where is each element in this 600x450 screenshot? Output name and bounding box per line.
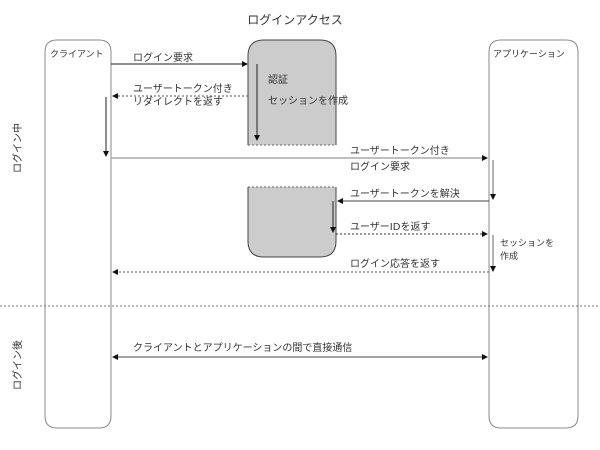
label-redirect-line1: ユーザートークン付き xyxy=(133,82,233,95)
message-token-login: ユーザートークン付き ログイン要求 xyxy=(111,144,488,173)
label-login-request: ログイン要求 xyxy=(133,51,193,64)
message-direct-comm: クライアントとアプリケーションの間で直接通信 xyxy=(112,341,488,360)
label-redirect-line2: リダイレクトを返す xyxy=(133,95,223,108)
message-return-user-id: ユーザーIDを返す xyxy=(336,221,488,237)
auth-box-top: 認証 セッションを作成 xyxy=(247,39,348,146)
message-login-request: ログイン要求 xyxy=(111,51,248,67)
client-lifeline: クライアント xyxy=(44,39,112,429)
phase-label-after-login: ログイン後 xyxy=(11,340,24,390)
label-resolve-token: ユーザートークンを解決 xyxy=(350,187,460,200)
phase-label-during-login: ログイン中 xyxy=(11,123,24,173)
application-lifeline: アプリケーション xyxy=(488,39,579,429)
message-redirect: ユーザートークン付き リダイレクトを返す xyxy=(112,82,248,108)
label-direct-comm: クライアントとアプリケーションの間で直接通信 xyxy=(133,341,352,354)
client-label: クライアント xyxy=(50,49,104,60)
diagram-title: ログインアクセス xyxy=(247,13,342,27)
app-note-line2: 作成 xyxy=(500,250,518,262)
application-box xyxy=(488,39,579,429)
label-return-user-id: ユーザーIDを返す xyxy=(350,221,430,233)
auth-label: 認証 xyxy=(268,73,288,86)
label-token-login-line2: ログイン要求 xyxy=(350,160,410,173)
label-token-login-line1: ユーザートークン付き xyxy=(350,144,450,157)
create-session-label: セッションを作成 xyxy=(268,95,348,107)
auth-box-bottom xyxy=(247,186,337,258)
auth-box-bottom-shape xyxy=(247,187,337,258)
label-return-login-response: ログイン応答を返す xyxy=(350,257,440,270)
message-resolve-token: ユーザートークンを解決 xyxy=(337,187,489,204)
app-note-line1: セッションを xyxy=(500,238,554,249)
auth-box-top-shape xyxy=(247,39,337,145)
application-label: アプリケーション xyxy=(493,49,565,60)
client-box xyxy=(44,39,112,429)
message-return-login-response: ログイン応答を返す xyxy=(112,257,489,275)
